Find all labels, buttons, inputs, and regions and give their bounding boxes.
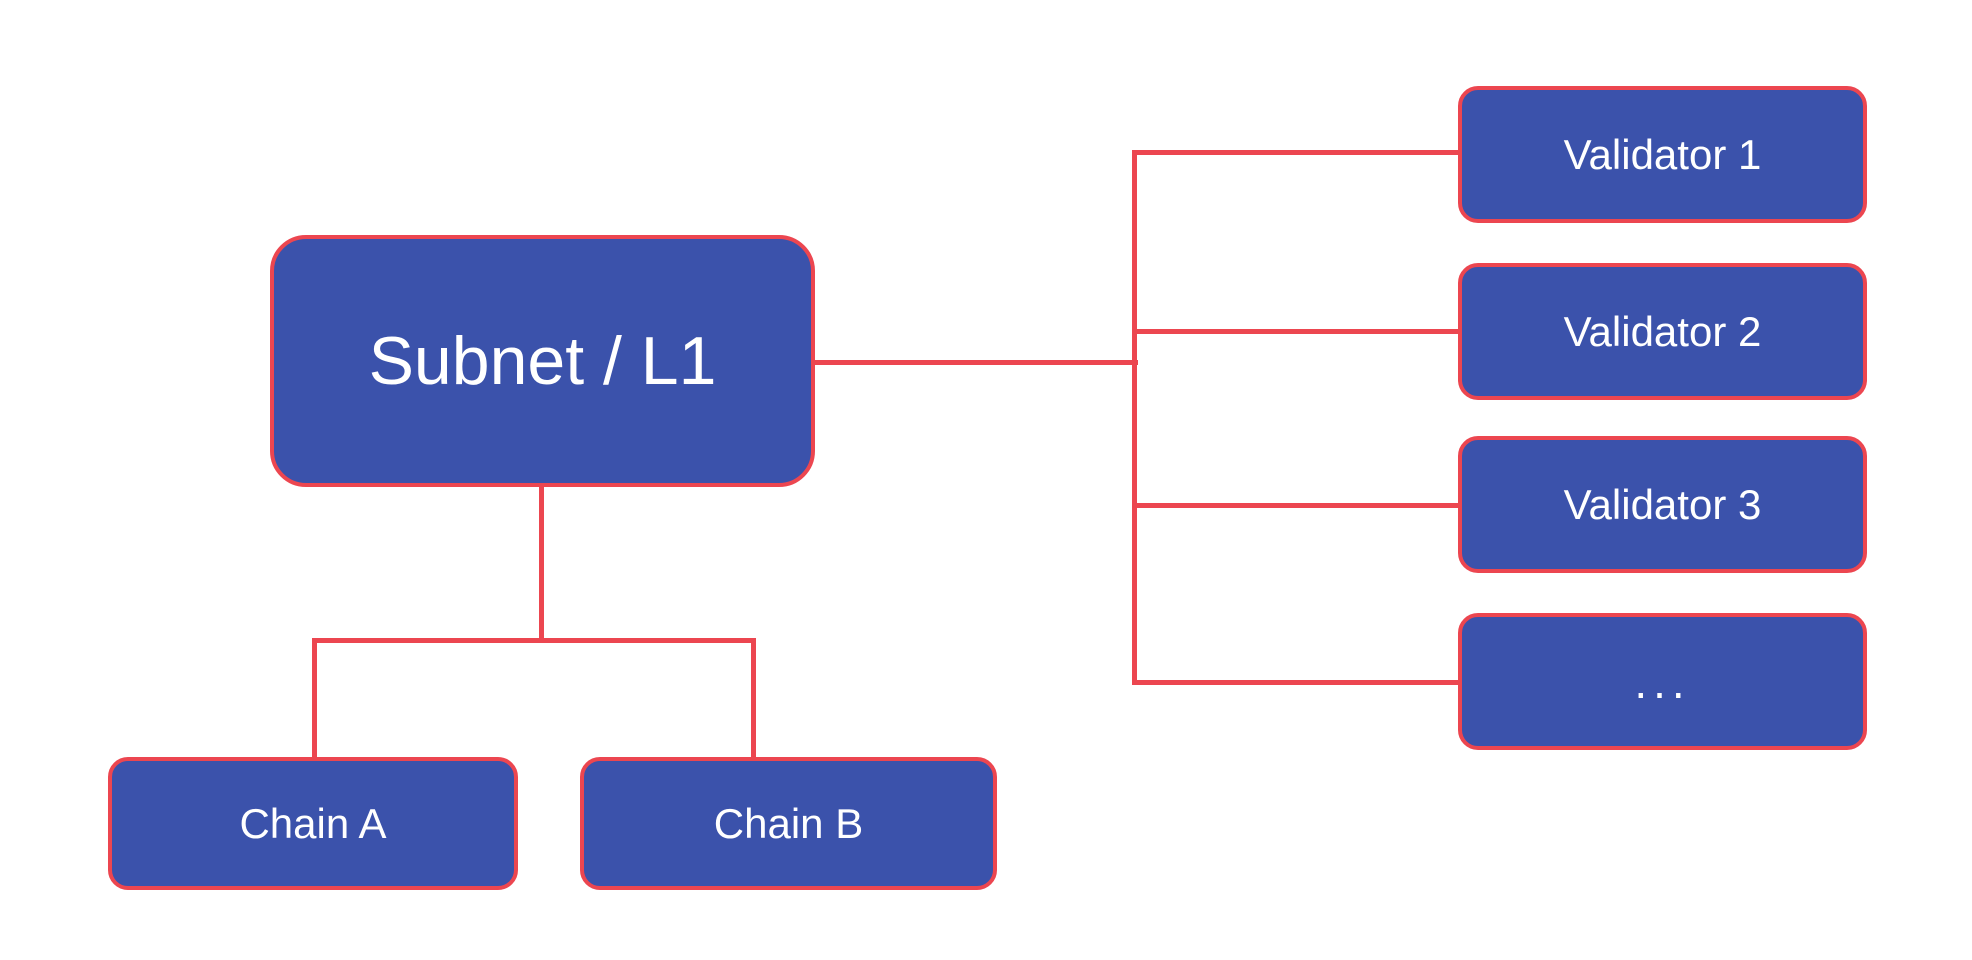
- connector-validator-trunk: [1132, 150, 1137, 685]
- connector-to-chain-b: [751, 638, 756, 759]
- node-chain-b: Chain B: [580, 757, 997, 890]
- node-validator-2-label: Validator 2: [1563, 307, 1762, 355]
- connector-chain-split: [312, 638, 756, 643]
- node-validator-2: Validator 2: [1458, 263, 1867, 400]
- node-validator-more-label: ...: [1634, 655, 1691, 708]
- connector-trunk-to-validator-1: [1132, 150, 1458, 155]
- connector-subnet-down: [539, 487, 544, 643]
- node-chain-a-label: Chain A: [239, 799, 387, 847]
- node-subnet-l1: Subnet / L1: [270, 235, 815, 487]
- node-validator-1: Validator 1: [1458, 86, 1867, 223]
- node-chain-b-label: Chain B: [713, 799, 864, 847]
- node-chain-a: Chain A: [108, 757, 518, 890]
- connector-trunk-to-validator-3: [1132, 503, 1458, 508]
- node-subnet-l1-label: Subnet / L1: [368, 323, 717, 399]
- node-validator-more: ...: [1458, 613, 1867, 750]
- connector-subnet-to-trunk: [815, 360, 1138, 365]
- node-validator-1-label: Validator 1: [1563, 130, 1762, 178]
- connector-trunk-to-validator-2: [1132, 329, 1458, 334]
- node-validator-3-label: Validator 3: [1563, 480, 1762, 528]
- node-validator-3: Validator 3: [1458, 436, 1867, 573]
- connector-trunk-to-validator-more: [1132, 680, 1458, 685]
- connector-to-chain-a: [312, 638, 317, 759]
